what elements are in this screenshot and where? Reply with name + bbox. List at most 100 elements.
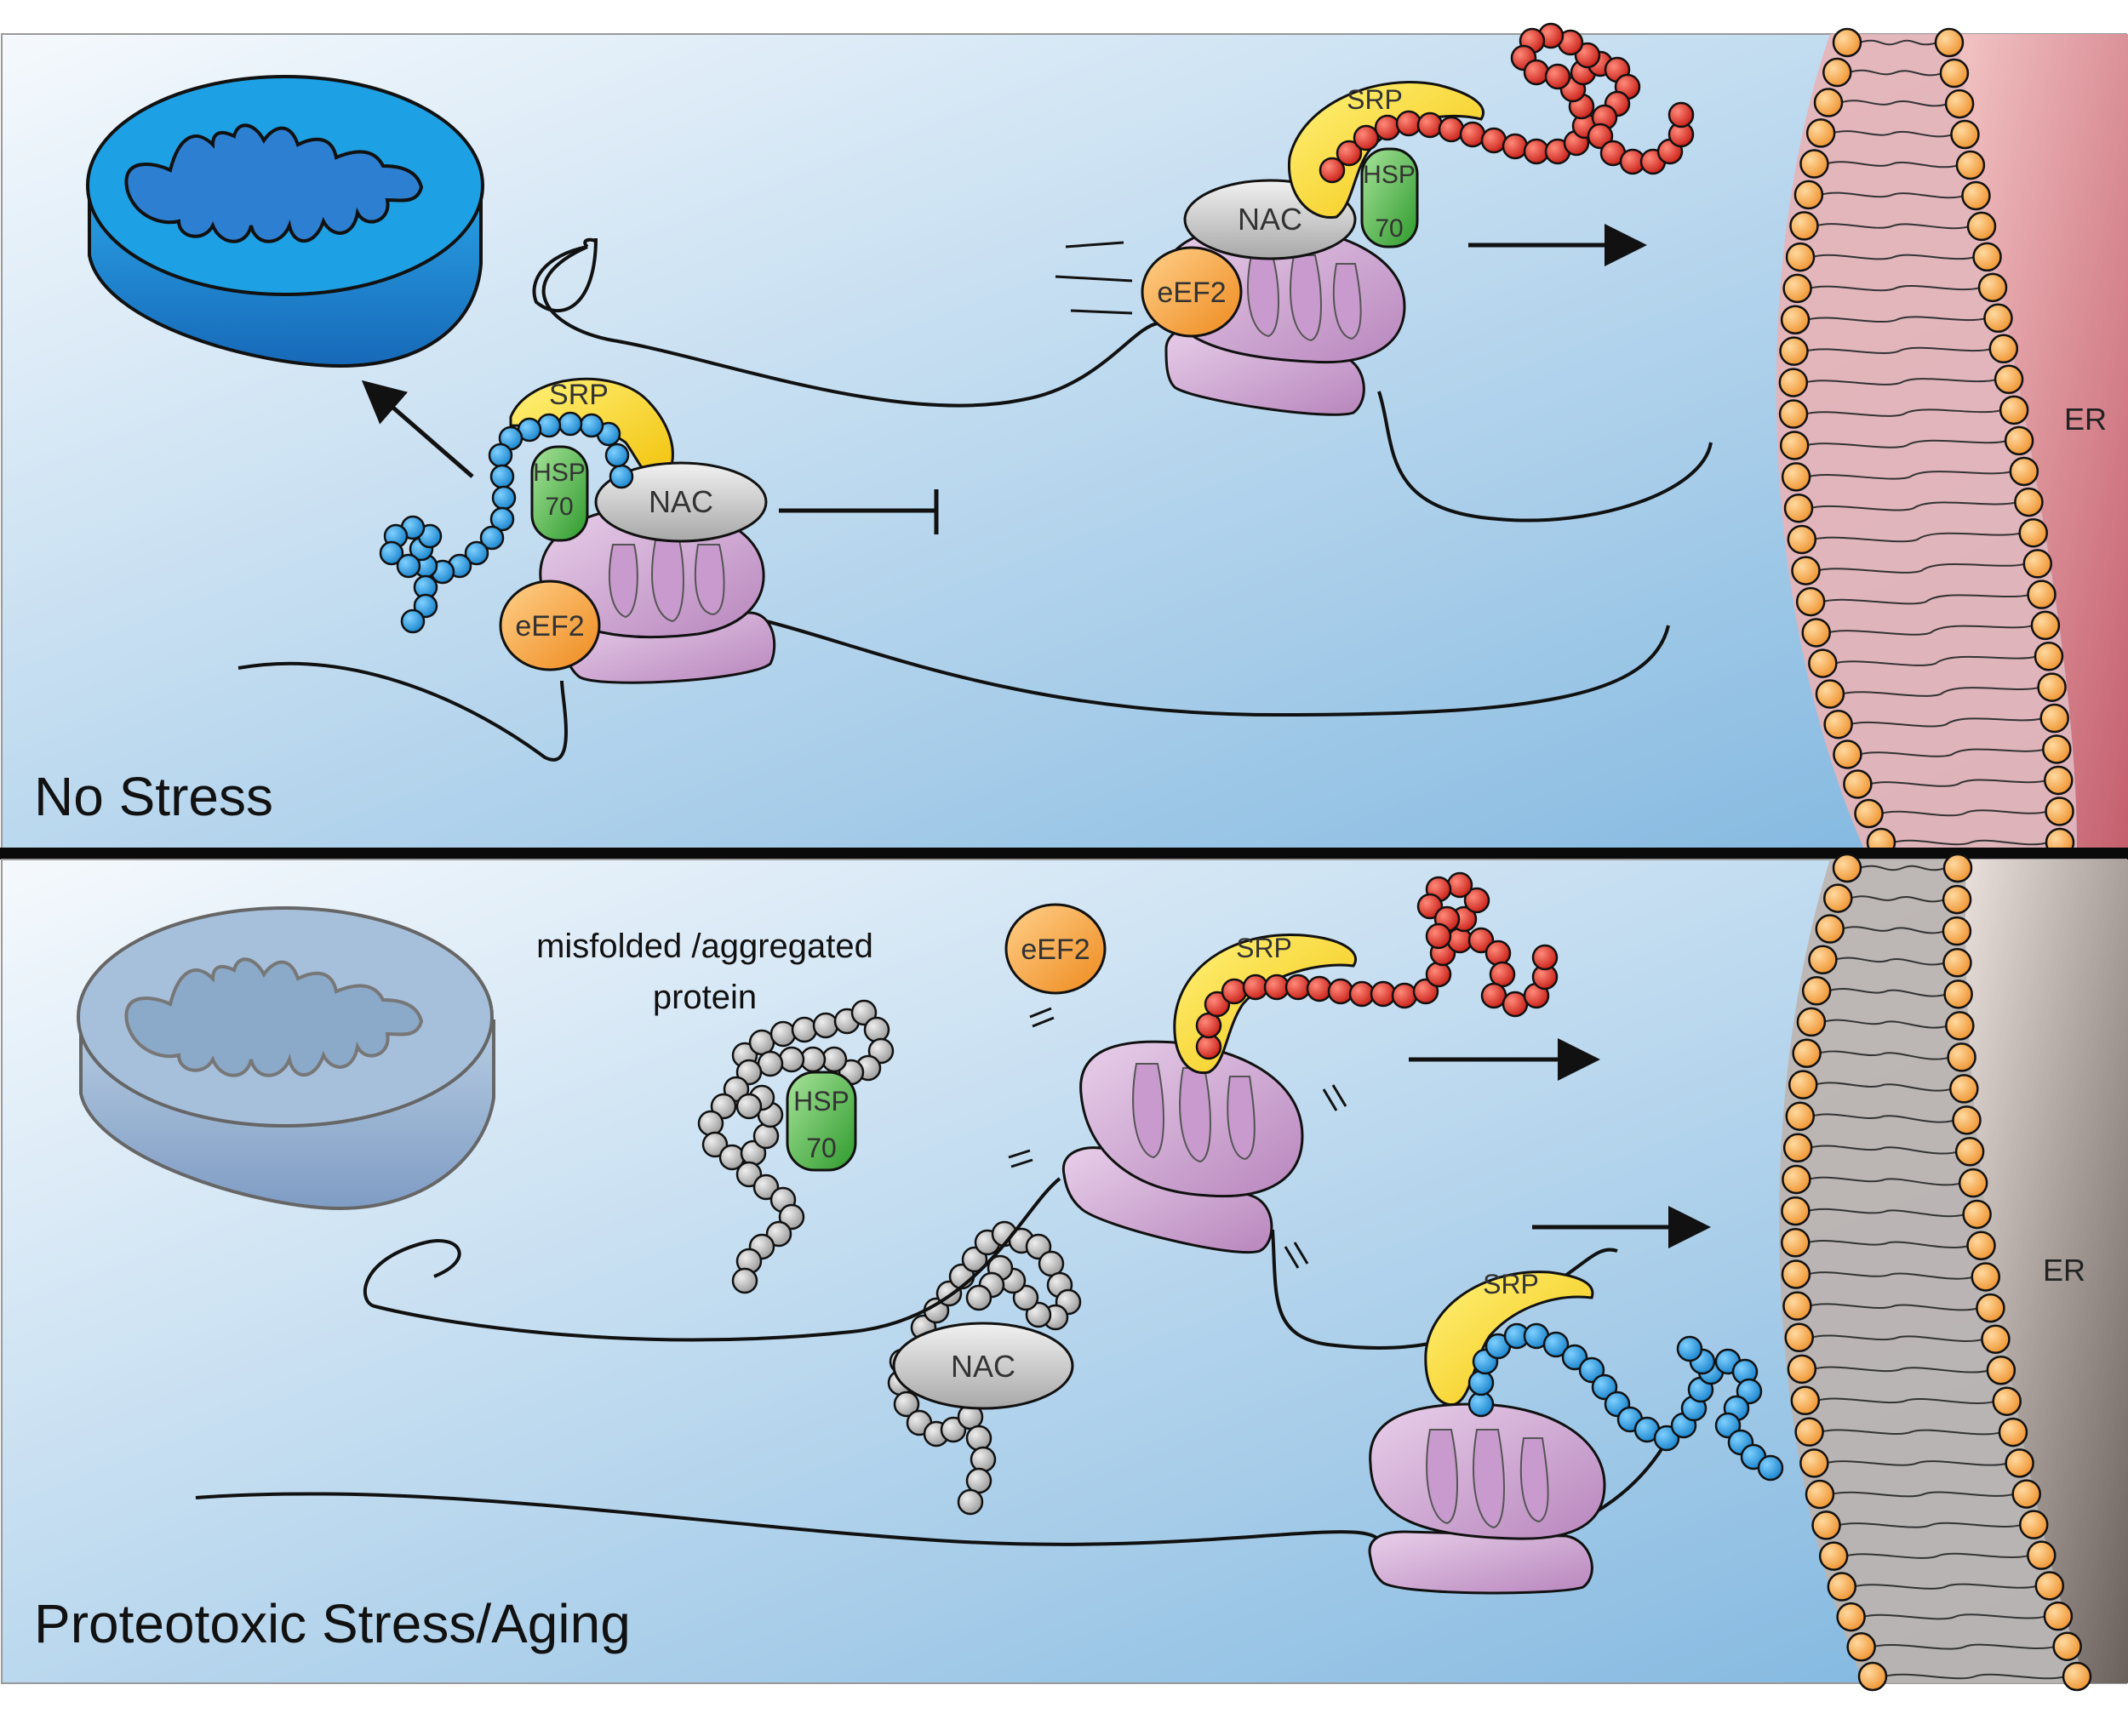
lipid-tail — [1822, 1019, 1948, 1029]
lipid-head — [1966, 211, 1997, 242]
lipid-head — [1958, 1168, 1988, 1198]
amino-acid-bead — [1416, 893, 1444, 920]
lipid-head — [1857, 1661, 1888, 1692]
er-label-bottom: ER — [2043, 1253, 2085, 1288]
er-membrane-top — [1776, 34, 2077, 849]
amino-acid-bead — [1391, 982, 1418, 1009]
misfolded-bead — [735, 1059, 763, 1086]
amino-acid-bead — [1412, 978, 1439, 1005]
misfolded-bead — [1025, 1233, 1052, 1260]
svg-text:NAC: NAC — [1238, 202, 1302, 237]
hsp70-factor — [1360, 147, 1419, 248]
lipid-head — [1992, 1386, 2022, 1416]
lipid-head — [2027, 580, 2056, 609]
lipid-bilayer-bottom — [1781, 853, 2092, 1692]
lipid-head — [1939, 58, 1970, 89]
amino-acid-bead — [604, 443, 630, 468]
lipid-tail — [1862, 1613, 2047, 1620]
lipid-tail — [1807, 1271, 1975, 1280]
amino-acid-bead — [579, 413, 604, 438]
misfolded-bead — [752, 1122, 780, 1150]
lipid-head — [1823, 709, 1853, 740]
svg-text:HSP: HSP — [1363, 161, 1416, 189]
svg-text:SRP: SRP — [549, 379, 609, 411]
svg-text:70: 70 — [806, 1133, 837, 1163]
amino-acid-bead — [1353, 124, 1380, 151]
amino-acid-bead — [558, 411, 583, 437]
svg-text:eEF2: eEF2 — [515, 610, 584, 642]
eef2-free — [1004, 903, 1107, 995]
lipid-head — [1799, 149, 1829, 179]
misfolded-bead — [867, 1037, 895, 1065]
lipid-tail — [1884, 1673, 2066, 1680]
amino-acid-bead — [1306, 975, 1333, 1002]
lipid-head — [1805, 1479, 1835, 1510]
lipid-head — [1790, 1385, 1821, 1416]
amino-acid-bead — [464, 540, 489, 566]
misfolded-bead — [940, 1416, 967, 1443]
lipid-head — [1778, 399, 1809, 429]
lipid-head — [1789, 211, 1819, 241]
lipid-tail — [1813, 1366, 1990, 1373]
lipid-head — [2014, 487, 2044, 517]
amino-acid-bead — [1531, 944, 1559, 971]
lipid-head — [1818, 1541, 1849, 1571]
lipid-head — [2034, 1571, 2065, 1601]
aggregate-caption-line2: protein — [653, 979, 757, 1016]
svg-text:NAC: NAC — [649, 484, 713, 519]
lipid-head — [1822, 57, 1852, 88]
amino-acid-bead — [1574, 42, 1601, 69]
amino-acid-bead — [1459, 121, 1486, 148]
lipid-head — [1795, 586, 1826, 617]
svg-text:70: 70 — [545, 493, 573, 521]
svg-text:HSP: HSP — [533, 459, 586, 487]
lipid-tail — [1826, 161, 1959, 168]
lipid-tail — [1809, 1303, 1979, 1311]
lipid-head — [1999, 395, 2029, 425]
nascent-chain-red-bottom — [1195, 871, 1559, 1060]
lipid-head — [1832, 27, 1862, 58]
lipid-head — [1783, 493, 1814, 523]
svg-text:eEF2: eEF2 — [1157, 277, 1226, 309]
amino-acid-bead — [1327, 978, 1354, 1005]
lipid-bilayer-top — [1778, 27, 2075, 858]
misfolded-bead — [769, 1020, 797, 1048]
svg-text:NAC: NAC — [951, 1349, 1015, 1384]
lipid-tail — [1805, 408, 2003, 417]
eef2-factor — [1141, 246, 1243, 338]
lipid-head — [1994, 364, 2024, 395]
amino-acid-bead — [1204, 991, 1231, 1018]
misfolded-bead — [735, 1161, 763, 1188]
amino-acid-bead — [1591, 1373, 1618, 1401]
amino-acid-bead — [1467, 927, 1495, 954]
lipid-head — [2004, 425, 2034, 456]
lipid-head — [1955, 150, 1986, 180]
er-membrane-bottom — [1779, 859, 2085, 1683]
lipid-head — [1793, 180, 1824, 210]
lipid-tail — [1806, 1240, 1970, 1249]
lipid-head — [1782, 273, 1812, 304]
srp-factor — [1173, 934, 1357, 1075]
misfolded-bead — [710, 1093, 737, 1120]
lipid-head — [1954, 1137, 1985, 1167]
misfolded-bead — [723, 1076, 750, 1103]
lipid-tail — [1816, 223, 1971, 230]
lipid-head — [1843, 769, 1873, 799]
amino-acid-bead — [1542, 1331, 1570, 1358]
misfolded-bead — [731, 1267, 758, 1294]
lipid-head — [2019, 1510, 2049, 1539]
lipid-head — [2011, 1479, 2041, 1509]
lipid-head — [2018, 517, 2048, 548]
lipid-head — [1787, 1354, 1817, 1385]
lipid-head — [1942, 948, 1972, 978]
lipid-head — [2005, 1448, 2034, 1478]
amino-acid-bead — [1425, 922, 1452, 950]
ribosome-complex-top-right: eEF2 NAC SRP HSP 70 — [1055, 22, 1695, 416]
lipid-tail — [1817, 562, 2027, 574]
lipid-tail — [1859, 748, 2045, 757]
lipid-tail — [1808, 1176, 1962, 1186]
lipid-tail — [1811, 1113, 1955, 1123]
misfolded-bead — [778, 1203, 805, 1231]
mitochondrion-damaged — [77, 906, 495, 1211]
lipid-head — [1942, 916, 1972, 946]
